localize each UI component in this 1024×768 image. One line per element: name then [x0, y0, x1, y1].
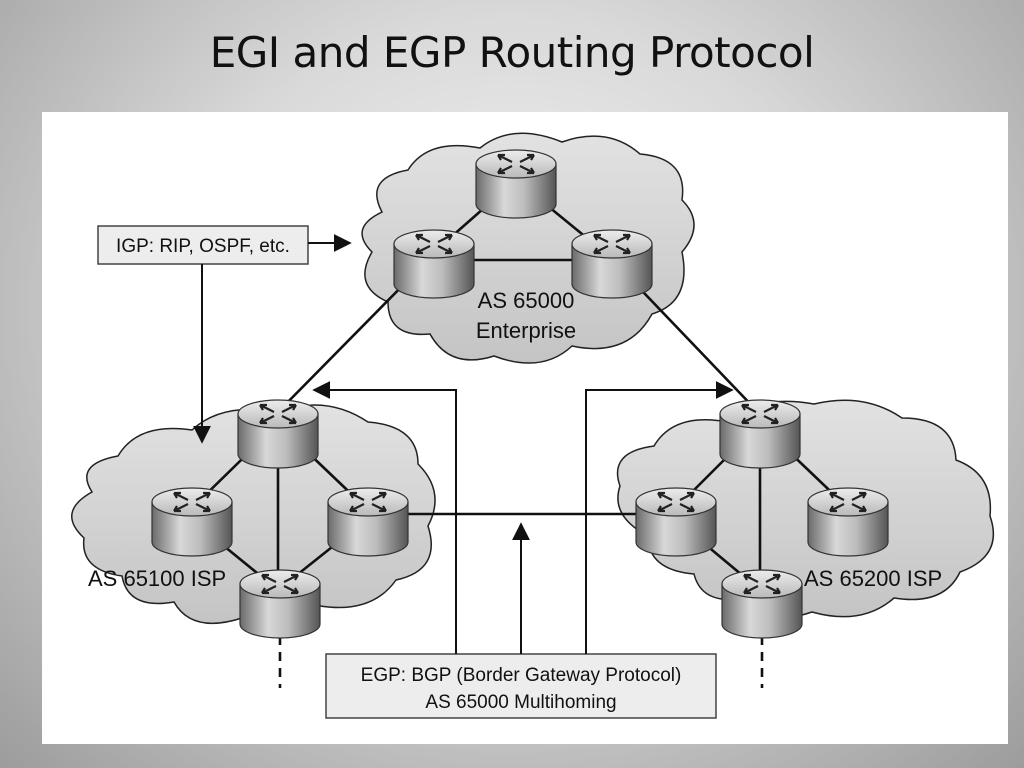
router-isp2-top [718, 398, 802, 470]
router-enterprise-top [474, 148, 558, 220]
router-enterprise-right [570, 228, 654, 300]
router-isp1-top [236, 398, 320, 470]
router-isp2-right [806, 486, 890, 558]
link-enterprise-to-isp2 [623, 271, 759, 413]
as-enterprise-number: AS 65000 [478, 288, 575, 313]
egp-callout-line2: AS 65000 Multihoming [425, 692, 616, 713]
as-65200-label: AS 65200 ISP [804, 566, 942, 591]
egp-arrow-to-isp1-link [312, 381, 457, 654]
router-isp1-left [150, 486, 234, 558]
egp-callout-line1: EGP: BGP (Border Gateway Protocol) [361, 665, 682, 686]
network-diagram: AS 65000 Enterprise AS 65100 ISP AS 6520… [71, 132, 995, 719]
router-isp2-left [634, 486, 718, 558]
as-65100-label: AS 65100 ISP [88, 566, 226, 591]
egp-callout-box [325, 653, 717, 719]
slide-title: EGI and EGP Routing Protocol [209, 28, 815, 77]
igp-callout-box [97, 225, 309, 265]
link-enterprise-to-isp1 [277, 271, 417, 413]
router-isp1-bottom [238, 568, 322, 640]
igp-callout-label: IGP: RIP, OSPF, etc. [116, 236, 290, 257]
router-isp2-bottom [720, 568, 804, 640]
network-diagram-figure: AS 65000 Enterprise AS 65100 ISP AS 6520… [42, 112, 1008, 744]
router-isp1-right [326, 486, 410, 558]
cloud-enterprise [361, 132, 695, 364]
cloud-isp-65100 [71, 404, 436, 625]
as-enterprise-name: Enterprise [476, 318, 576, 343]
egp-arrow-to-isp2-link [585, 381, 734, 654]
router-enterprise-left [392, 228, 476, 300]
